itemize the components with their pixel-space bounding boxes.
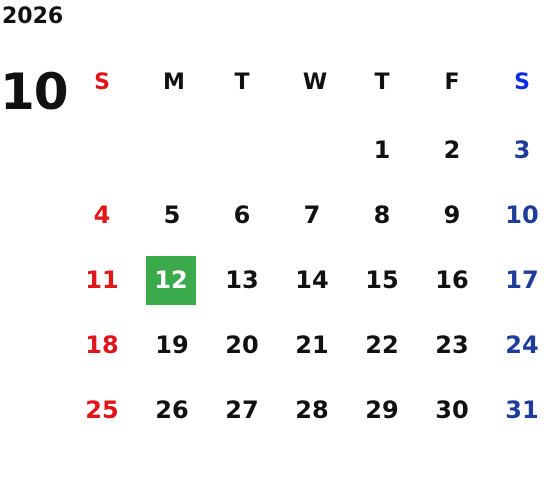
- day-cell[interactable]: 25: [85, 396, 119, 424]
- day-cell[interactable]: 22: [365, 331, 399, 359]
- day-cell[interactable]: 11: [85, 266, 119, 294]
- day-cell[interactable]: [282, 126, 342, 174]
- day-cell[interactable]: 3: [513, 136, 531, 164]
- day-cell[interactable]: 20: [225, 331, 259, 359]
- day-cell[interactable]: 9: [443, 201, 461, 229]
- day-cell[interactable]: 24: [505, 331, 539, 359]
- weekday-saturday: S: [514, 70, 530, 95]
- weekday-friday: F: [444, 70, 460, 95]
- today-highlight: [146, 256, 196, 305]
- day-cell[interactable]: 4: [93, 201, 111, 229]
- weekday-sunday: S: [94, 70, 110, 95]
- day-cell[interactable]: 15: [365, 266, 399, 294]
- day-cell[interactable]: 16: [435, 266, 469, 294]
- year-label: 2026: [2, 4, 64, 29]
- day-cell[interactable]: 17: [505, 266, 539, 294]
- month-label: 10: [0, 63, 69, 121]
- day-cell[interactable]: 29: [365, 396, 399, 424]
- weekday-monday: M: [163, 70, 185, 95]
- weekday-tuesday: T: [234, 70, 250, 95]
- day-cell[interactable]: 21: [295, 331, 329, 359]
- day-cell[interactable]: 8: [373, 201, 391, 229]
- day-cell[interactable]: 19: [155, 331, 189, 359]
- day-cell[interactable]: 27: [225, 396, 259, 424]
- day-cell[interactable]: 6: [233, 201, 251, 229]
- weekday-wednesday: W: [302, 70, 328, 95]
- day-cell[interactable]: 26: [155, 396, 189, 424]
- day-cell[interactable]: 28: [295, 396, 329, 424]
- day-cell[interactable]: 13: [225, 266, 259, 294]
- day-cell[interactable]: 30: [435, 396, 469, 424]
- day-cell[interactable]: 2: [443, 136, 461, 164]
- day-cell[interactable]: [142, 126, 202, 174]
- day-cell[interactable]: 7: [303, 201, 321, 229]
- day-cell[interactable]: 18: [85, 331, 119, 359]
- day-cell[interactable]: 14: [295, 266, 329, 294]
- day-cell[interactable]: [72, 126, 132, 174]
- day-cell[interactable]: [212, 126, 272, 174]
- weekday-thursday: T: [374, 70, 390, 95]
- day-cell[interactable]: 5: [163, 201, 181, 229]
- day-cell[interactable]: 1: [373, 136, 391, 164]
- day-cell-today[interactable]: 12: [154, 266, 188, 294]
- day-cell[interactable]: 10: [505, 201, 539, 229]
- day-cell[interactable]: 31: [505, 396, 539, 424]
- day-cell[interactable]: 23: [435, 331, 469, 359]
